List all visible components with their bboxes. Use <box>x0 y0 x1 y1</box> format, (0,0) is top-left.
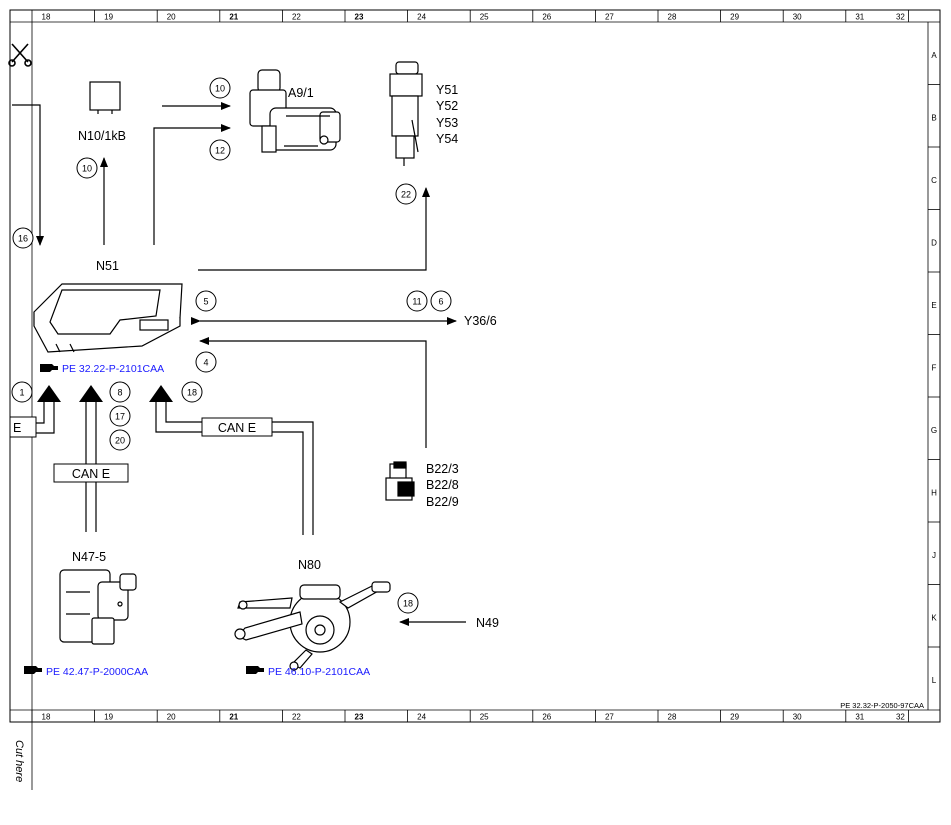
ruler-label-top: 30 <box>793 13 802 22</box>
callout-22: 22 <box>401 190 411 200</box>
ruler-label-side: D <box>931 239 937 248</box>
ruler-label-bottom: 26 <box>542 713 551 722</box>
label-b22-3: B22/3 <box>426 462 459 476</box>
reference-hand-icon <box>24 364 264 674</box>
ruler-label-bottom: 22 <box>292 713 301 722</box>
ruler-label-bottom: 25 <box>480 713 489 722</box>
ruler-label-bottom: 32 <box>896 713 905 722</box>
ref-n51[interactable]: PE 32.22-P-2101CAA <box>62 363 164 375</box>
can-label-right: CAN E <box>218 421 256 435</box>
can-label-left: E <box>13 421 21 435</box>
ruler-label-side: B <box>931 114 936 123</box>
ref-doc: PE 32.32-P-2050-97CAA <box>840 701 924 710</box>
ruler-label-top: 21 <box>229 13 238 22</box>
ruler-label-side: H <box>931 489 937 498</box>
callout-5: 5 <box>203 297 208 307</box>
callout-8: 8 <box>117 388 122 398</box>
ruler-label-side: G <box>931 426 937 435</box>
callout-circles <box>11 77 452 614</box>
steering-module-icon <box>234 581 391 671</box>
ruler-label-bottom: 21 <box>229 713 238 722</box>
ruler-label-bottom: 19 <box>104 713 113 722</box>
label-n47-5: N47-5 <box>72 550 106 564</box>
ruler-label-top: 24 <box>417 13 426 22</box>
ruler-ticks <box>94 10 940 722</box>
ruler-label-bottom: 23 <box>355 713 364 722</box>
control-unit-icon <box>33 283 183 353</box>
sensor-icon <box>385 461 415 501</box>
label-n80: N80 <box>298 558 321 572</box>
compressor-icon <box>249 69 341 153</box>
ruler-label-side: C <box>931 176 937 185</box>
ruler-label-top: 28 <box>668 13 677 22</box>
ref-n47-5[interactable]: PE 42.47-P-2000CAA <box>46 666 148 678</box>
wiring <box>12 102 466 626</box>
ruler-labels: 18 19 20 21 22 23 24 25 26 27 28 29 30 31 32 18 19 20 21 22… <box>42 13 938 722</box>
ruler-label-top: 22 <box>292 13 301 22</box>
label-y36-6: Y36/6 <box>464 314 497 328</box>
drawing-frame <box>9 9 941 723</box>
ruler-label-side: F <box>932 364 937 373</box>
ruler-label-bottom: 30 <box>793 713 802 722</box>
ruler-label-top: 23 <box>355 13 364 22</box>
callout-16: 16 <box>18 234 28 244</box>
label-y52: Y52 <box>436 99 458 113</box>
ruler-label-bottom: 24 <box>417 713 426 722</box>
callout-1: 1 <box>19 388 24 398</box>
can-box-mid <box>53 463 129 483</box>
ref-n80[interactable]: PE 46.10-P-2101CAA <box>268 666 370 678</box>
label-n49: N49 <box>476 616 499 630</box>
callout-20: 20 <box>115 436 125 446</box>
ruler-label-top: 25 <box>480 13 489 22</box>
relay-icon <box>89 81 121 114</box>
callout-17: 17 <box>115 412 125 422</box>
label-y53: Y53 <box>436 116 458 130</box>
ruler-label-bottom: 29 <box>730 713 739 722</box>
callout-11: 11 <box>412 297 421 307</box>
label-b22-9: B22/9 <box>426 495 459 509</box>
ruler-label-top: 19 <box>104 13 113 22</box>
valve-icon <box>389 61 423 166</box>
ruler-label-bottom: 20 <box>167 713 176 722</box>
label-y51: Y51 <box>436 83 458 97</box>
can-box-right <box>201 417 273 437</box>
callout-10-top: 10 <box>215 84 225 94</box>
ruler-label-side: A <box>931 51 937 60</box>
label-y54: Y54 <box>436 132 458 146</box>
ruler-label-side: L <box>932 676 937 685</box>
ruler-label-top: 26 <box>542 13 551 22</box>
ruler-label-side: K <box>931 614 937 623</box>
ruler-label-side: J <box>932 551 936 560</box>
ruler-label-bottom: 28 <box>668 713 677 722</box>
ruler-label-top: 32 <box>896 13 905 22</box>
callout-6: 6 <box>438 297 443 307</box>
callout-18-n80: 18 <box>403 599 413 609</box>
label-b22-8: B22/8 <box>426 478 459 492</box>
esp-unit-icon <box>59 569 137 645</box>
ruler-label-top: 29 <box>730 13 739 22</box>
can-box-left <box>9 416 37 438</box>
callout-12: 12 <box>215 146 225 156</box>
callout-18-top: 18 <box>187 388 197 398</box>
ruler-label-side: E <box>931 301 936 310</box>
ruler-label-top: 18 <box>42 13 51 22</box>
ruler-label-top: 31 <box>855 13 864 22</box>
scissors-icon <box>8 43 32 67</box>
callout-10-n10: 10 <box>82 164 92 174</box>
callout-4: 4 <box>203 358 208 368</box>
label-n51: N51 <box>96 259 119 273</box>
ruler-label-top: 20 <box>167 13 176 22</box>
ruler-label-bottom: 27 <box>605 713 614 722</box>
can-label-mid: CAN E <box>72 467 110 481</box>
ruler-label-bottom: 31 <box>855 713 864 722</box>
can-bus-arrowheads <box>37 385 173 402</box>
ruler-label-bottom: 18 <box>42 713 51 722</box>
label-a9-1: A9/1 <box>288 86 314 100</box>
cut-here-label: Cut here <box>13 740 25 782</box>
label-n10: N10/1kB <box>78 129 126 143</box>
ruler-label-top: 27 <box>605 13 614 22</box>
